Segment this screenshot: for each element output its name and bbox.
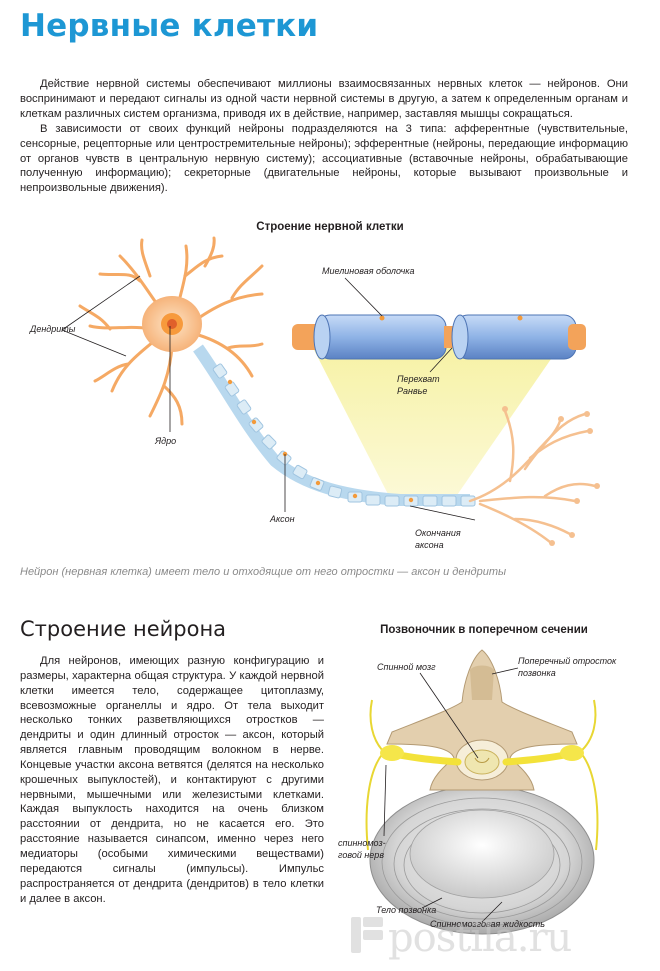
label-endings-line1: Окончания [415,528,461,538]
label-nerve-line2: говой нерв [338,850,384,860]
axon-core [193,344,470,506]
axon-dots [227,379,414,503]
label-myelin: Миелиновая оболочка [322,266,415,276]
terminal-bulbs [502,406,600,546]
axon-segments [212,363,476,507]
spine-cross-section-illustration: Спинной мозг Поперечный отросток позвонк… [338,649,617,935]
watermark: postila.ru [388,915,572,961]
magnification-cone [312,346,560,498]
figure-title: Позвоночник в поперечном сечении [380,624,588,636]
label-nucleus: Ядро [154,436,176,446]
vertebral-arch [386,649,578,791]
figure-caption: Нейрон (нервная клетка) имеет тело и отх… [20,566,507,578]
neuron-illustration: Дендриты Ядро Аксон Миелиновая оболочка … [29,236,600,550]
label-axon: Аксон [269,514,295,524]
label-transverse-line1: Поперечный отросток [518,656,617,666]
label-spinal-fluid: Спинномозговая жидкость [430,919,545,929]
section-title: Строение нейрона [20,617,227,641]
intro-paragraph: Действие нервной системы обеспечивают ми… [20,78,628,120]
label-node-line1: Перехват [397,374,440,384]
label-node-line2: Ранвье [397,386,427,396]
section-body: Для нейронов, имеющих разную конфигураци… [20,655,324,905]
label-dendrites: Дендриты [29,324,76,334]
intro-text: Действие нервной системы обеспечивают ми… [20,77,628,196]
myelin-sheath [292,314,586,360]
watermark-icon [351,917,383,953]
page-title: Нервные клетки [20,8,319,44]
label-transverse-line2: позвонка [518,668,556,678]
label-nerve-line1: спинномоз- [338,838,386,848]
axon-terminals [468,409,597,544]
label-spinal-cord: Спинной мозг [377,662,436,672]
label-vertebral-body: Тело позвонка [376,905,436,915]
intro-paragraph: В зависимости от своих функций нейроны п… [20,122,628,195]
figure-title: Строение нервной клетки [256,221,404,233]
label-endings-line2: аксона [415,540,444,550]
